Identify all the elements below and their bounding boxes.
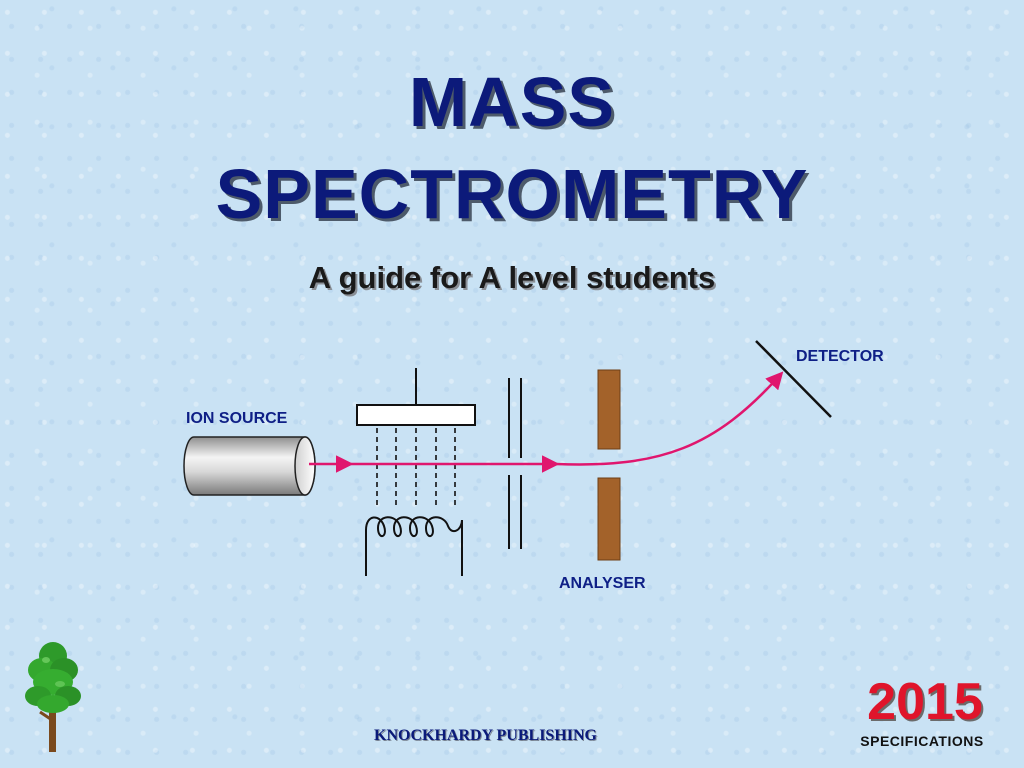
title-line-2: SPECTROMETRY bbox=[215, 155, 809, 233]
detector-label: DETECTOR bbox=[796, 348, 884, 365]
accelerating-plates bbox=[508, 378, 522, 549]
analyser-label: ANALYSER bbox=[559, 575, 646, 592]
subtitle: A guide for A level students bbox=[308, 260, 716, 295]
tree-icon bbox=[25, 642, 81, 752]
analyser-magnet bbox=[597, 369, 621, 561]
filament-coil bbox=[365, 516, 463, 576]
publisher-name: KNOCKHARDY PUBLISHING bbox=[374, 727, 597, 744]
ion-source-label: ION SOURCE bbox=[186, 410, 288, 427]
title-line-1: MASS bbox=[408, 63, 616, 141]
electron-beam-lines bbox=[376, 428, 456, 508]
specifications-label: SPECIFICATIONS bbox=[860, 733, 984, 749]
detector-plate bbox=[755, 340, 832, 418]
ion-beam-path bbox=[309, 371, 784, 473]
ion-source-cylinder bbox=[183, 436, 316, 496]
specification-year: 2015 bbox=[867, 673, 983, 731]
ionisation-plate bbox=[356, 368, 476, 426]
